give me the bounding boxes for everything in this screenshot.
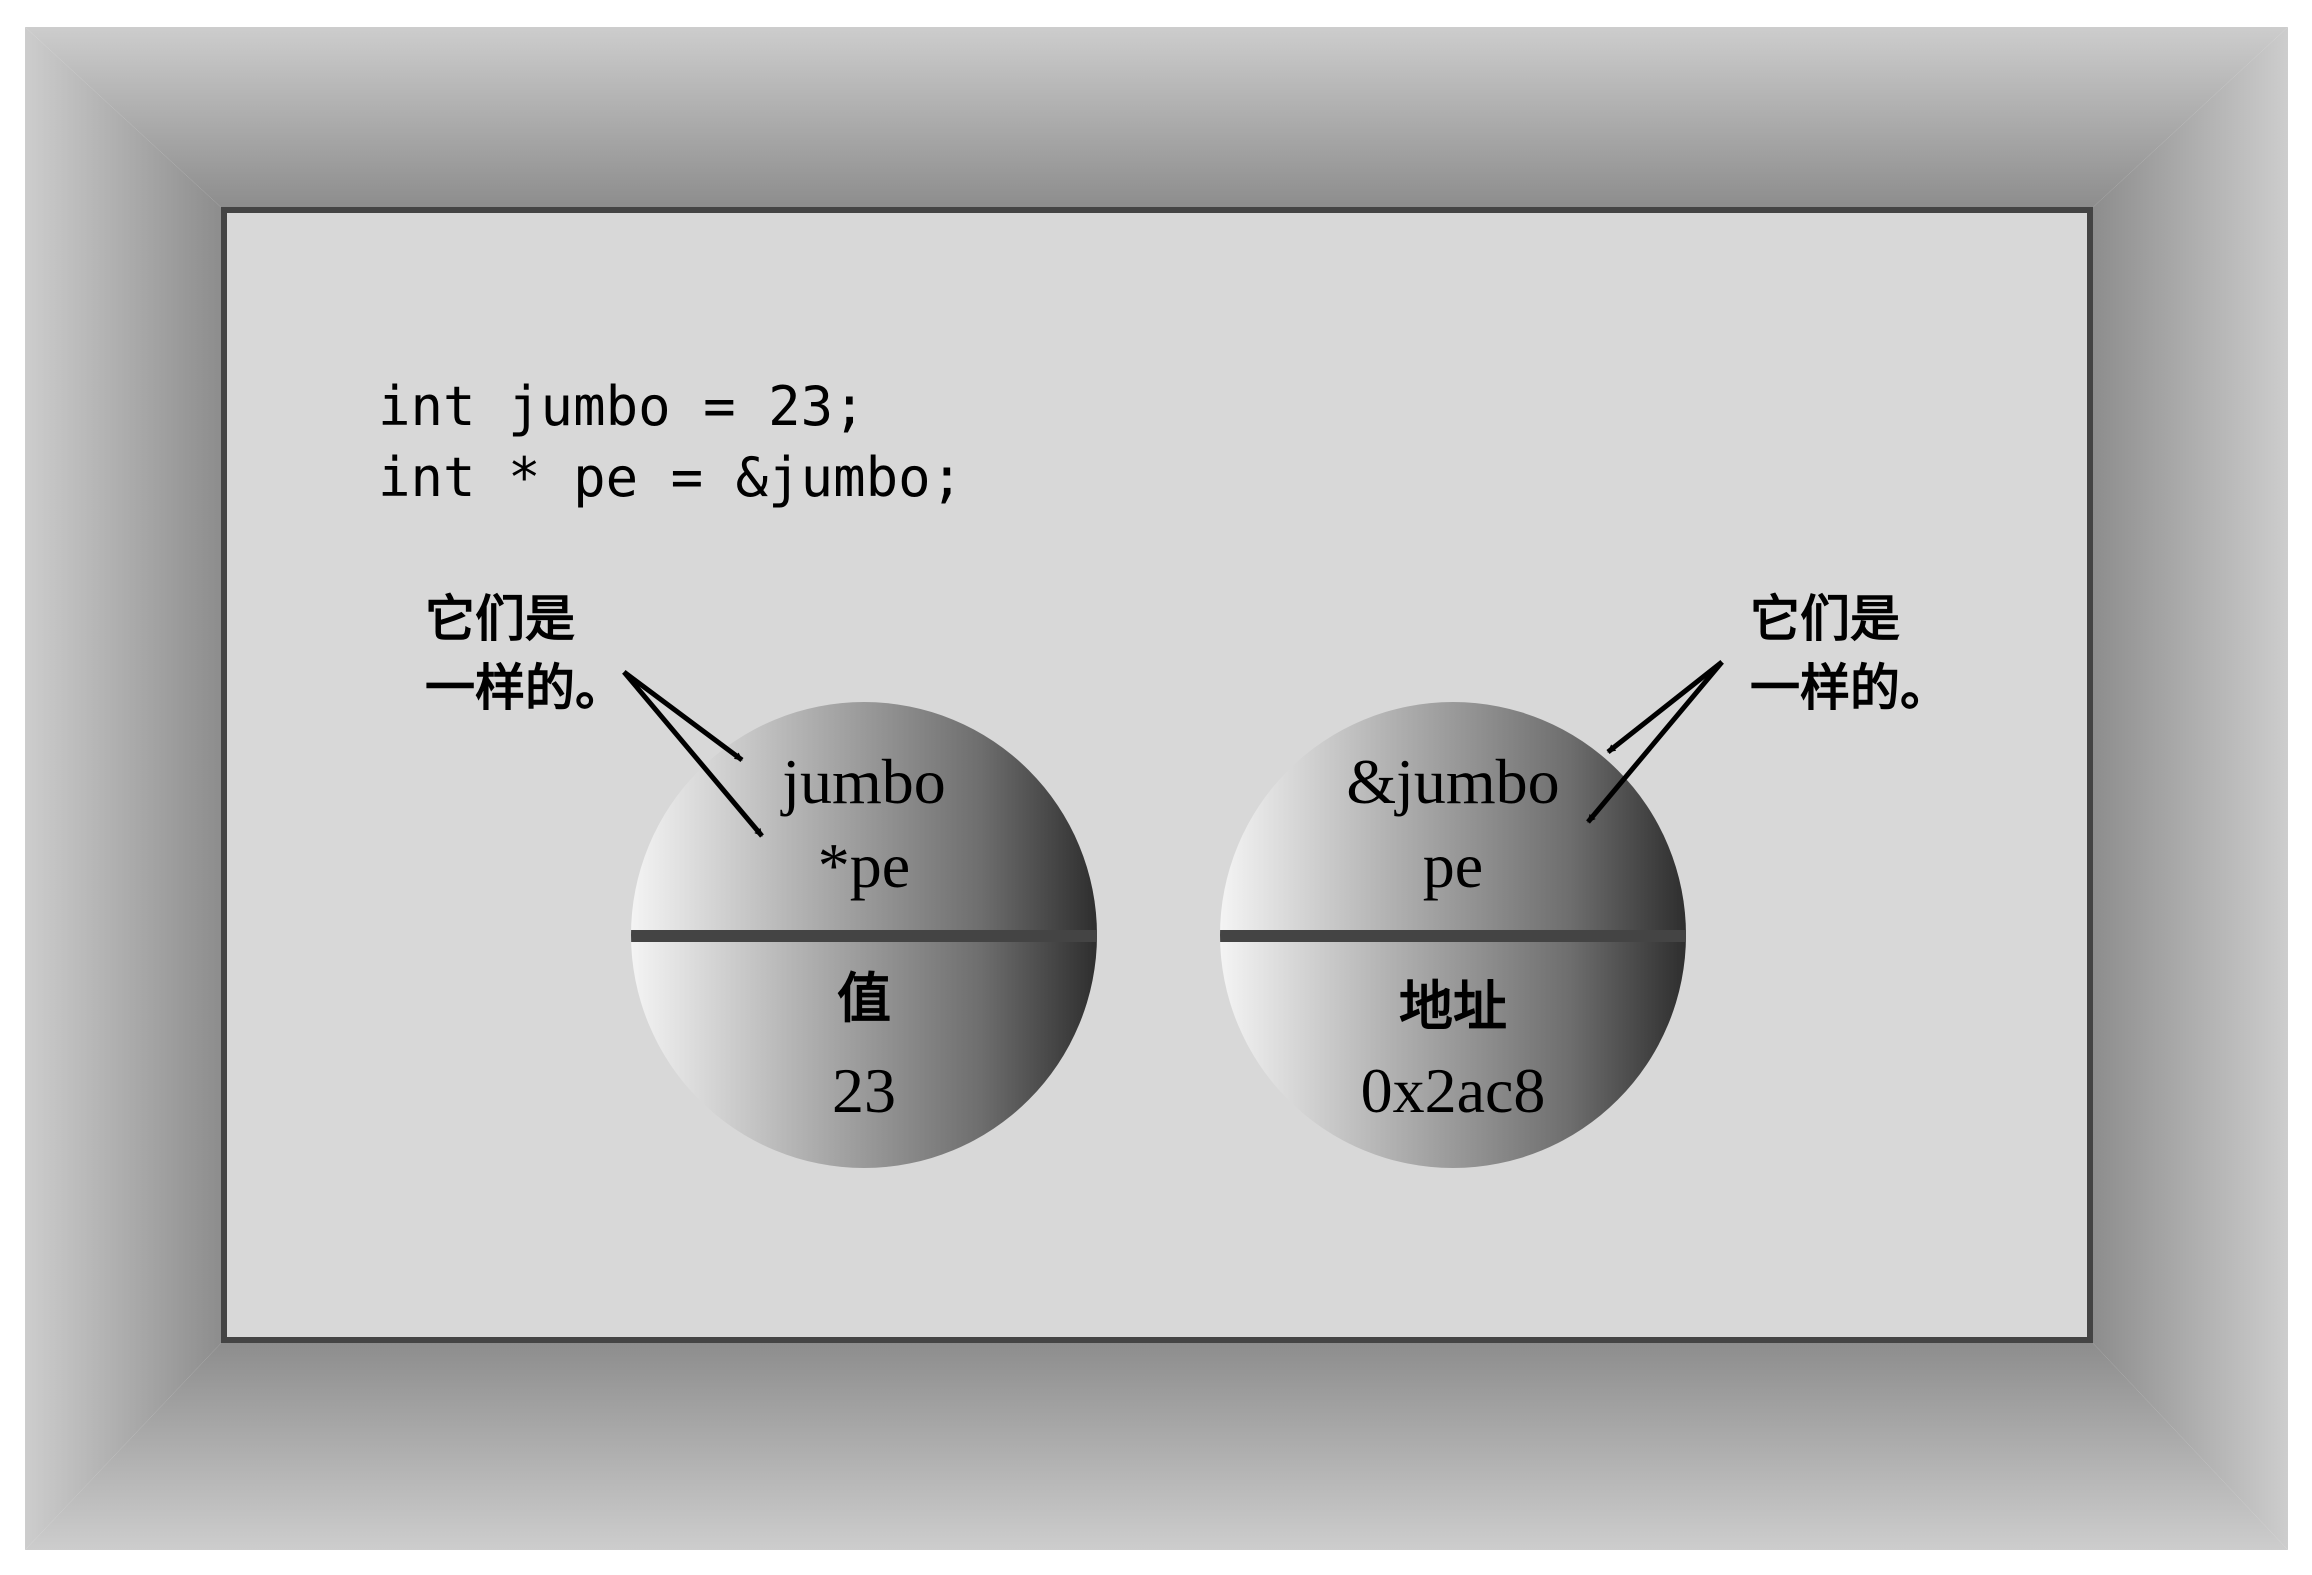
code-line-1: int jumbo = 23; [378,375,866,438]
right-circle-value: 0x2ac8 [1361,1055,1546,1126]
right-circle-address-of: &jumbo [1346,746,1559,817]
right-pointer-circle: &jumbo pe 地址 0x2ac8 [1220,702,1686,1168]
right-callout-line-1: 它们是 [1750,590,1900,648]
panel [221,207,2093,1343]
right-callout-line-2: 一样的。 [1750,659,1950,717]
right-arrow-to-pointer [1586,660,1724,824]
right-circle-pointer: pe [1423,830,1483,901]
left-circle-value: 23 [832,1055,896,1126]
frame [25,27,2288,1550]
left-arrow-to-deref [622,670,764,838]
left-callout-line-2: 一样的。 [425,659,625,717]
left-arrow-to-jumbo [622,669,744,763]
right-arrow-to-address-of [1606,660,1724,754]
left-callout-arrows [622,669,764,838]
left-circle-label: 值 [837,967,891,1030]
left-circle-name: jumbo [780,746,946,817]
code-line-2: int * pe = &jumbo; [378,446,963,509]
right-callout-arrows [1586,660,1724,824]
left-callout-line-1: 它们是 [425,590,575,648]
left-circle-deref: *pe [818,830,910,901]
right-circle-label: 地址 [1399,975,1507,1038]
